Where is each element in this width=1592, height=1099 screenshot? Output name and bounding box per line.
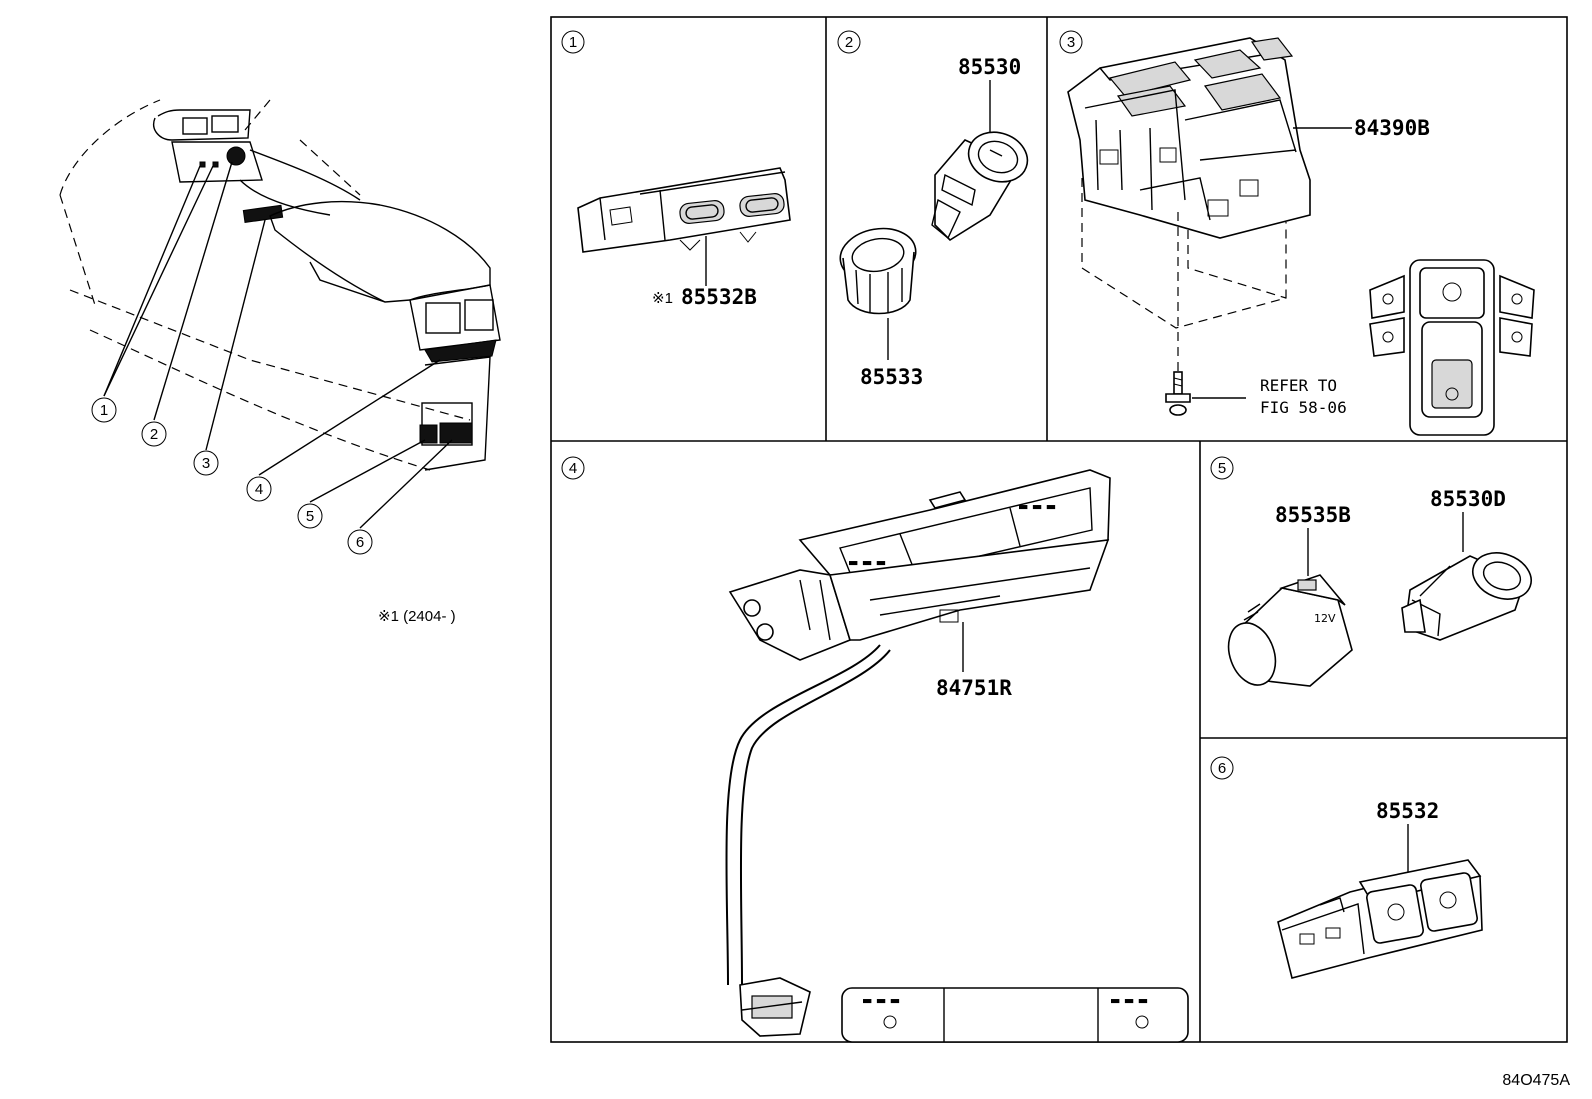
part-number-85530: 85530 <box>958 55 1021 79</box>
power-outlet-85530-drawing <box>931 131 1029 242</box>
panel-3-number: 3 <box>1059 30 1083 54</box>
svg-text:▬ ▬ ▬: ▬ ▬ ▬ <box>848 556 886 569</box>
panel-1: 1 ※1 85532B <box>561 30 791 309</box>
panel-6: 6 85532 <box>1210 756 1483 979</box>
panel-3: 3 <box>1059 30 1535 436</box>
overview-callout-4: 4 <box>246 476 272 502</box>
svg-text:▬ ▬ ▬: ▬ ▬ ▬ <box>862 994 900 1007</box>
part-85532b-prefix: ※1 <box>652 290 673 307</box>
part-number-85532: 85532 <box>1376 799 1439 823</box>
socket-85530d-drawing <box>1401 552 1532 641</box>
panel-4-number-label: 4 <box>569 460 577 477</box>
panel-5-number: 5 <box>1210 456 1234 480</box>
usb-charger-85532-drawing <box>1277 859 1483 979</box>
panel-5-number-label: 5 <box>1218 460 1226 477</box>
overview-callout-5: 5 <box>297 503 323 529</box>
overview-callout-6-label: 6 <box>356 534 364 551</box>
seat-heater-face-detail-drawing: ▬ ▬ ▬ ▬ ▬ ▬ <box>841 987 1189 1043</box>
part-number-84390b: 84390B <box>1354 116 1430 140</box>
overview-callout-3-label: 3 <box>202 455 210 472</box>
part-number-85532b: 85532B <box>681 285 757 309</box>
panel-6-number: 6 <box>1210 756 1234 780</box>
overview-callout-6: 6 <box>347 529 373 555</box>
panel-1-number: 1 <box>561 30 585 54</box>
overview-callout-2-label: 2 <box>150 426 158 443</box>
figure-id-label: 84O475A <box>1502 1072 1570 1089</box>
panel-1-number-label: 1 <box>569 34 577 51</box>
part-number-84751r: 84751R <box>936 676 1012 700</box>
panel-2-number-label: 2 <box>845 34 853 51</box>
overview-callout-1-label: 1 <box>100 402 108 419</box>
applicability-note: ※1 (2404- ) <box>378 608 456 625</box>
usb-charger-85532b-drawing <box>577 167 791 253</box>
panel-4: 4 ▬ ▬ ▬ ▬ ▬ ▬ <box>561 456 1189 1043</box>
panel-2: 2 85530 85533 <box>837 30 1029 389</box>
outlet-ring-85533-drawing <box>839 227 917 315</box>
switch-face-detail-drawing <box>1369 259 1535 436</box>
part-number-85535b: 85535B <box>1275 503 1351 527</box>
part-number-85533: 85533 <box>860 365 923 389</box>
panel-3-number-label: 3 <box>1067 34 1075 51</box>
panel-2-number: 2 <box>837 30 861 54</box>
seat-heater-switch-84751r-drawing: ▬ ▬ ▬ ▬ ▬ ▬ <box>725 469 1111 1037</box>
panel-5: 5 85535B 85530D 12V <box>1210 456 1532 687</box>
socket-85535b-drawing: 12V <box>1227 574 1353 687</box>
refer-to-label: REFER TO <box>1260 376 1337 395</box>
switch-assembly-84390b-drawing <box>1067 37 1311 416</box>
panel-4-number: 4 <box>561 456 585 480</box>
svg-text:▬ ▬ ▬: ▬ ▬ ▬ <box>1110 994 1148 1007</box>
svg-text:▬ ▬ ▬: ▬ ▬ ▬ <box>1018 500 1056 513</box>
overview-callout-5-label: 5 <box>306 508 314 525</box>
panel-6-number-label: 6 <box>1218 760 1226 777</box>
overview-callout-3: 3 <box>193 450 219 476</box>
overview-callout-4-label: 4 <box>255 481 263 498</box>
refer-figure-label: FIG 58-06 <box>1260 398 1347 417</box>
socket-12v-label: 12V <box>1314 612 1336 625</box>
part-number-85530d: 85530D <box>1430 487 1506 511</box>
overview-callout-2: 2 <box>141 421 167 447</box>
console-overview-illustration <box>59 99 501 529</box>
overview-callout-1: 1 <box>91 397 117 423</box>
